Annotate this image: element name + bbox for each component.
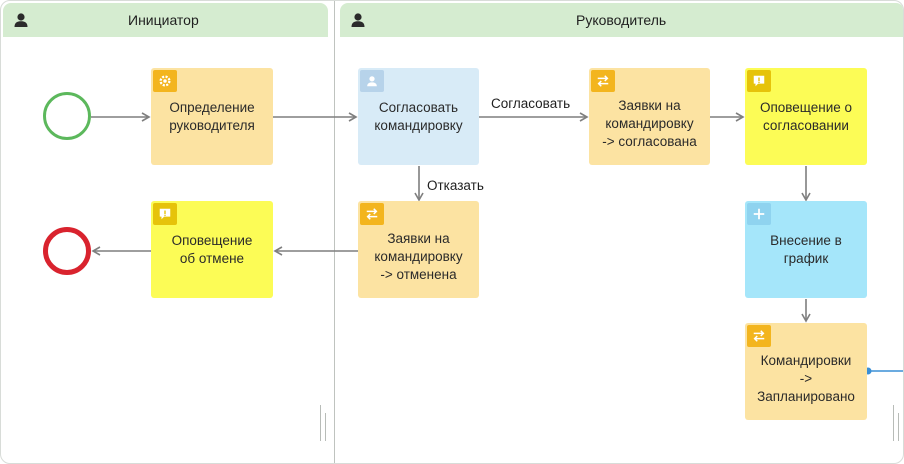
task-approve-trip[interactable]: Согласовать командировку bbox=[358, 68, 479, 165]
message-alert-icon bbox=[153, 203, 177, 225]
user-icon bbox=[360, 70, 384, 92]
edge-label-approve: Согласовать bbox=[491, 96, 571, 111]
edge-label-reject: Отказать bbox=[427, 178, 484, 193]
task-label: Заявки на командировку -> согласована bbox=[602, 97, 697, 149]
task-label: Определение руководителя bbox=[169, 99, 255, 133]
message-alert-icon bbox=[747, 70, 771, 92]
lane-resize-grip[interactable] bbox=[898, 413, 899, 441]
gear-icon bbox=[153, 70, 177, 92]
swap-arrows-icon bbox=[360, 203, 384, 225]
plus-icon bbox=[747, 203, 771, 225]
task-notify-approval[interactable]: Оповещение о согласовании bbox=[745, 68, 867, 165]
lane-resize-grip[interactable] bbox=[893, 405, 894, 441]
task-label: Оповещение о согласовании bbox=[759, 99, 853, 133]
task-label: Внесение в график bbox=[770, 232, 842, 266]
task-trips-planned[interactable]: Командировки -> Запланировано bbox=[745, 323, 867, 420]
lane-resize-grip[interactable] bbox=[320, 405, 321, 441]
end-event[interactable] bbox=[43, 227, 91, 275]
lane-header-initiator: Инициатор bbox=[3, 3, 328, 37]
task-add-to-schedule[interactable]: Внесение в график bbox=[745, 201, 867, 298]
lane-header-manager: Руководитель bbox=[340, 3, 903, 37]
lane-divider bbox=[334, 1, 335, 463]
lane-title-manager: Руководитель bbox=[576, 12, 667, 28]
user-icon bbox=[351, 13, 365, 27]
swap-arrows-icon bbox=[747, 325, 771, 347]
start-event[interactable] bbox=[43, 92, 91, 140]
task-label: Согласовать командировку bbox=[374, 99, 463, 133]
swap-arrows-icon bbox=[591, 70, 615, 92]
task-requests-cancelled[interactable]: Заявки на командировку -> отменена bbox=[358, 201, 479, 298]
lane-title-initiator: Инициатор bbox=[128, 12, 199, 28]
lane-resize-grip[interactable] bbox=[325, 413, 326, 441]
task-notify-cancel[interactable]: Оповещение об отмене bbox=[151, 201, 273, 298]
task-requests-approved[interactable]: Заявки на командировку -> согласована bbox=[589, 68, 710, 165]
user-icon bbox=[14, 13, 28, 27]
task-label: Оповещение об отмене bbox=[171, 232, 253, 266]
task-label: Заявки на командировку -> отменена bbox=[374, 230, 463, 282]
task-determine-manager[interactable]: Определение руководителя bbox=[151, 68, 273, 165]
task-label: Командировки -> Запланировано bbox=[757, 352, 855, 404]
